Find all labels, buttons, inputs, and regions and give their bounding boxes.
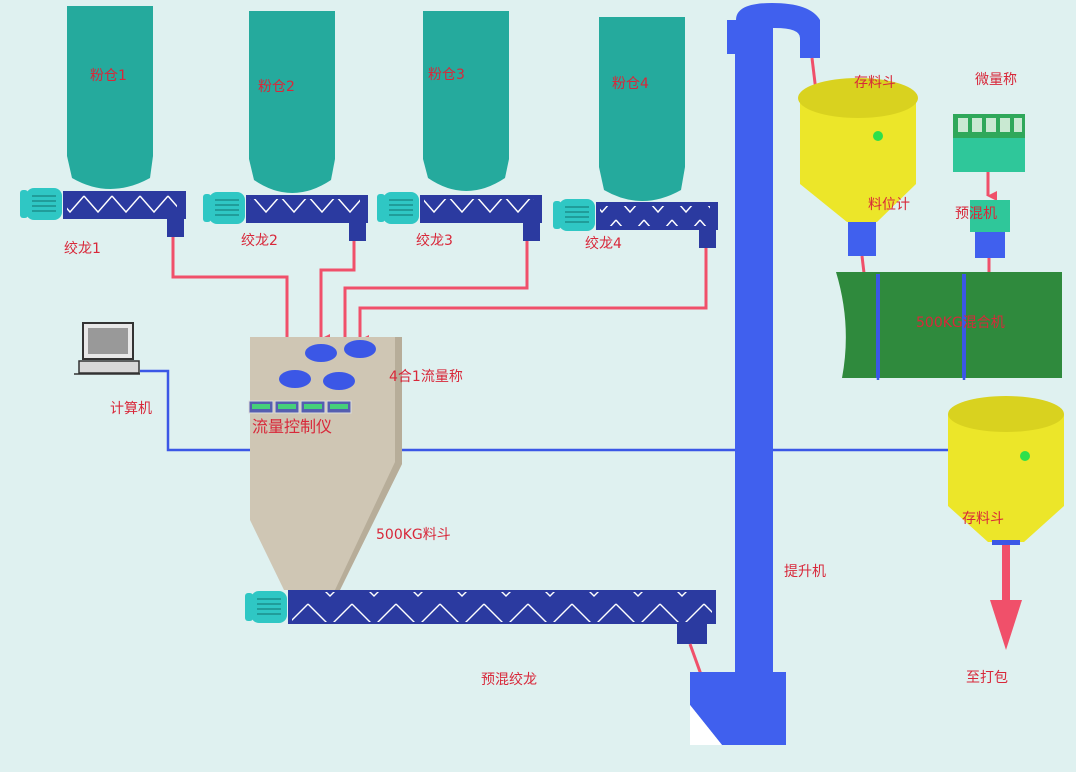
silo-3: 粉仓3: [423, 11, 509, 191]
motor-icon: [245, 591, 287, 623]
storage-hopper-top-label: 存料斗: [854, 75, 896, 91]
weigh-hopper: 4合1流量称 流量控制仪 500KG料斗: [248, 337, 463, 590]
computer-label: 计算机: [110, 401, 152, 417]
auger-2-label: 绞龙2: [241, 232, 278, 249]
auger-1: 绞龙1: [20, 188, 186, 257]
silo-2: 粉仓2: [249, 11, 335, 193]
flow-controller-panel: [248, 400, 352, 414]
to-packing: 至打包: [966, 545, 1022, 686]
auger-2: 绞龙2: [203, 192, 368, 249]
computer: 计算机: [74, 322, 152, 417]
silo-2-label: 粉仓2: [258, 79, 295, 95]
motor-icon: [553, 199, 595, 231]
elevator-label: 提升机: [784, 564, 826, 580]
silo-4-label: 粉仓4: [612, 76, 649, 92]
auger-1-label: 绞龙1: [64, 240, 101, 257]
premix-auger: 预混绞龙: [245, 590, 716, 688]
computer-icon: [74, 322, 140, 375]
flow-scale: [279, 340, 376, 390]
storage-hopper-bottom-label: 存料斗: [962, 511, 1004, 527]
micro-scale: 微量称: [953, 72, 1025, 201]
mixer: 500KG混合机: [836, 272, 1062, 378]
level-sensor-indicator: [1020, 451, 1030, 461]
flow-controller-label: 流量控制仪: [252, 417, 332, 436]
storage-hopper-bottom: 存料斗: [948, 396, 1064, 545]
down-arrow-icon: [990, 600, 1022, 650]
auger-3: 绞龙3: [377, 192, 542, 249]
auger-4: 绞龙4: [553, 199, 718, 252]
feed-lines: [171, 237, 708, 385]
to-packing-label: 至打包: [966, 669, 1008, 686]
motor-icon: [20, 188, 62, 220]
motor-icon: [203, 192, 245, 224]
weigh-hopper-label: 500KG料斗: [376, 527, 451, 543]
silo-3-label: 粉仓3: [428, 67, 465, 83]
level-gauge-label: 料位计: [868, 197, 910, 213]
premixer-label: 预混机: [955, 206, 997, 222]
auger-4-label: 绞龙4: [585, 235, 622, 252]
bucket-elevator: 提升机: [690, 3, 828, 745]
silo-1-label: 粉仓1: [90, 68, 127, 84]
mixer-label: 500KG混合机: [916, 315, 1005, 331]
level-sensor-indicator: [873, 131, 883, 141]
flow-scale-label: 4合1流量称: [389, 369, 463, 385]
silo-1: 粉仓1: [67, 6, 153, 189]
premixer: 预混机: [955, 200, 1010, 297]
micro-scale-label: 微量称: [975, 72, 1017, 88]
auger-3-label: 绞龙3: [416, 232, 453, 249]
storage-hopper-top: 存料斗 料位计: [798, 75, 918, 294]
silo-4: 粉仓4: [599, 17, 685, 201]
motor-icon: [377, 192, 419, 224]
premix-auger-label: 预混绞龙: [481, 671, 537, 688]
